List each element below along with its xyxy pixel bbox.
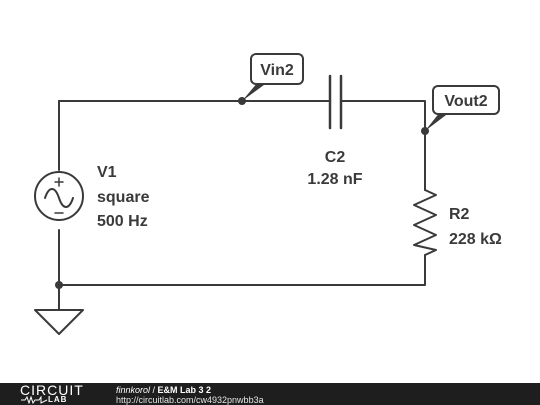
probe-label-vout: Vout2 (444, 93, 487, 110)
logo-text-bottom: LAB (48, 395, 68, 404)
resistor-value: 228 kΩ (449, 231, 502, 248)
logo-text-top: CIRCUIT (20, 382, 84, 398)
wire-bottom (58, 254, 426, 286)
node-ground-dot (55, 281, 63, 289)
circuit-title[interactable]: E&M Lab 3 2 (157, 385, 212, 395)
source-type: square (97, 189, 150, 206)
author-name[interactable]: finnkorol (116, 385, 151, 395)
path-separator: / (150, 385, 158, 395)
resistor-name: R2 (449, 206, 470, 223)
capacitor-value: 1.28 nF (307, 171, 362, 188)
probe-label-vin: Vin2 (260, 62, 294, 79)
wire-top-right (340, 100, 426, 191)
schematic-canvas: Vin2 Vout2 C2 1.28 nF V1 square 500 Hz R… (34, 53, 502, 335)
resistor-zigzag (413, 189, 437, 256)
circuitlab-logo[interactable]: CIRCUIT LAB (20, 382, 100, 404)
ground-symbol (34, 309, 84, 335)
source-name: V1 (97, 164, 117, 181)
probe-tag-vout[interactable]: Vout2 (425, 85, 500, 131)
source-frequency: 500 Hz (97, 213, 148, 230)
footer-bar: CIRCUIT LAB finnkorol / E&M Lab 3 2 http… (0, 383, 540, 405)
probe-tag-vin[interactable]: Vin2 (242, 53, 304, 101)
circuit-url[interactable]: http://circuitlab.com/cw4932pnwbb3a (116, 395, 264, 405)
capacitor-name: C2 (325, 149, 346, 166)
circuit-info: finnkorol / E&M Lab 3 2 (116, 385, 211, 395)
ac-source-circle (34, 171, 84, 221)
logo-wave-icon (21, 396, 48, 404)
sine-wave-icon (44, 188, 74, 208)
